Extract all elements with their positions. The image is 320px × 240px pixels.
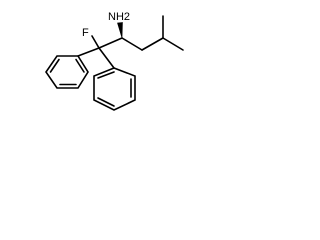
- bond-ch-methyl-right: [162, 37, 184, 51]
- bond-c1-phenyl-right: [98, 47, 115, 69]
- molecule-diagram: NH2 F: [45, 11, 184, 111]
- bond-ch2-ch: [141, 37, 164, 51]
- phenyl-right-hexagon: [93, 67, 136, 111]
- wedge-bond-c2-n: [117, 22, 123, 39]
- phenyl-ring-right: [93, 67, 136, 111]
- phenyl-ring-left: [45, 55, 89, 89]
- bond-c1-c2: [98, 37, 123, 49]
- phenyl-left-hexagon: [45, 55, 89, 89]
- phenyl-right-double-2: [97, 97, 115, 107]
- amine-label: NH2: [108, 11, 130, 23]
- bond-c2-ch2: [121, 37, 143, 51]
- phenyl-left-double-1: [49, 58, 60, 73]
- phenyl-right-double-3: [97, 71, 115, 79]
- phenyl-left-double-3: [75, 58, 85, 73]
- bond-c1-f: [91, 35, 100, 49]
- fluorine-label: F: [82, 27, 89, 39]
- bond-c1-phenyl-left: [77, 47, 100, 57]
